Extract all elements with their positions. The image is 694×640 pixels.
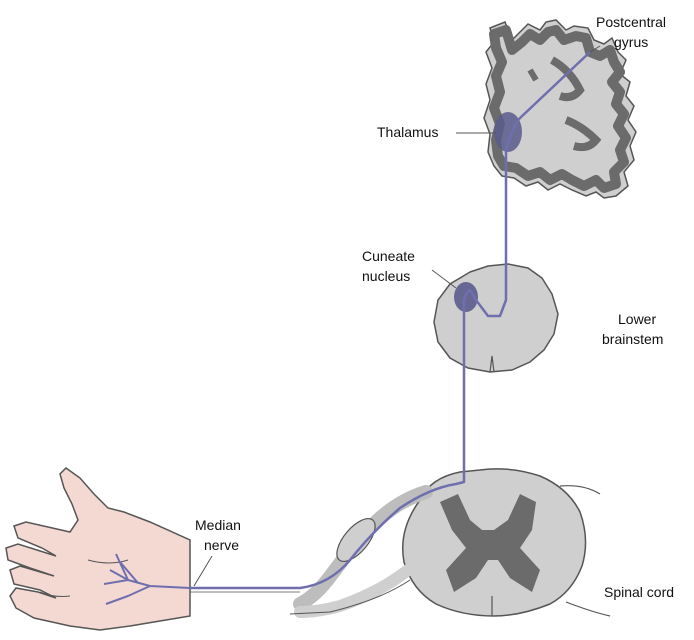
median-nerve-label-line2: nerve xyxy=(204,535,239,555)
thalamus-label: Thalamus xyxy=(377,122,438,142)
cuneate-label-line1: Cuneate xyxy=(362,246,415,266)
hand xyxy=(6,468,190,630)
postcentral-label-line2: gyrus xyxy=(614,32,648,52)
lower-brainstem-label-line2: brainstem xyxy=(602,329,663,349)
spinal-cord-label: Spinal cord xyxy=(604,582,674,602)
median-nerve-label-line1: Median xyxy=(195,515,241,535)
hand-outline xyxy=(6,468,190,630)
medulla-section xyxy=(434,264,558,372)
medulla-outline xyxy=(434,264,558,372)
median-leader xyxy=(194,556,212,586)
cuneate-label-line2: nucleus xyxy=(362,266,410,286)
spinal-cord-section xyxy=(290,469,610,616)
postcentral-label-line1: Postcentral xyxy=(596,12,666,32)
lower-brainstem-label-line1: Lower xyxy=(618,309,656,329)
cuneate-leader xyxy=(432,270,456,288)
right-root-lower xyxy=(566,602,610,616)
